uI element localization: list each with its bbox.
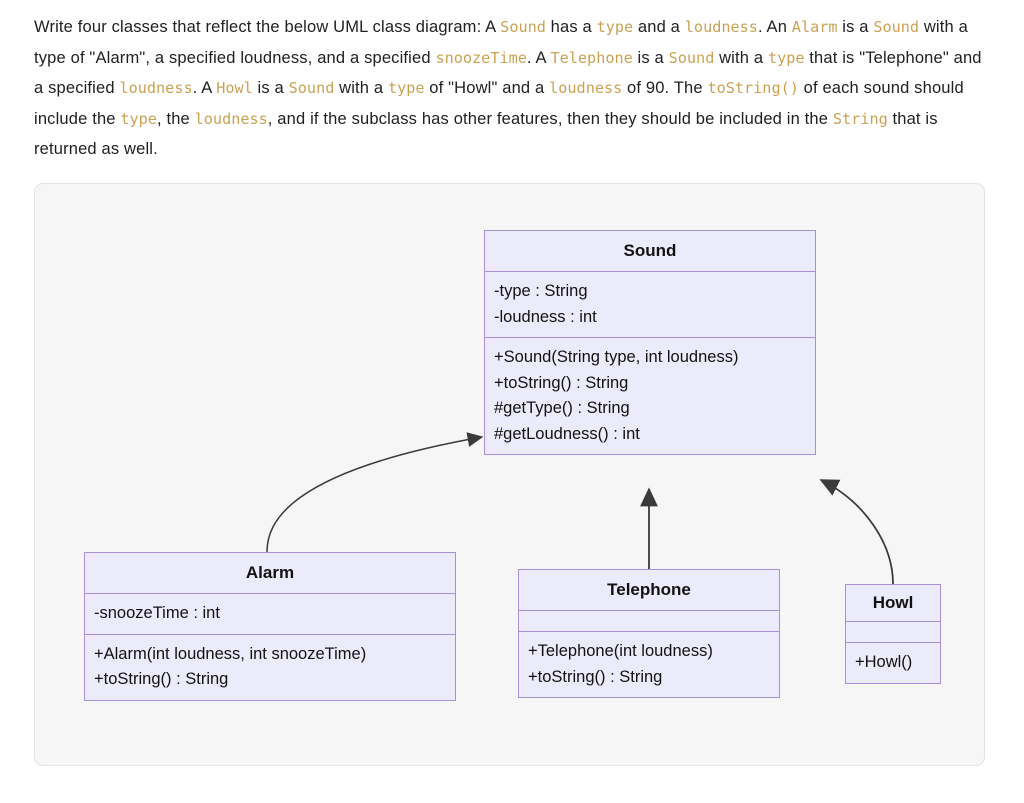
inline-code-token: loudness [119, 79, 193, 97]
uml-attributes-compartment [519, 610, 779, 631]
uml-operation: #getLoudness() : int [494, 424, 640, 443]
uml-attribute: -loudness : int [494, 307, 597, 326]
prompt-text-run: is a [632, 48, 669, 67]
inline-code-token: snoozeTime [435, 48, 527, 67]
uml-attributes-compartment: -snoozeTime : int [85, 593, 455, 634]
uml-class-howl[interactable]: Howl +Howl() [845, 584, 941, 684]
inline-code-token: loudness [684, 18, 758, 36]
connector-alarm-to-sound [266, 432, 484, 553]
prompt-text-run: . A [192, 79, 217, 97]
prompt-text-run: of each sound should include the [34, 79, 964, 128]
inline-code-token: Sound [500, 18, 546, 36]
inline-code-token: type [767, 48, 805, 67]
inline-code-token: Sound [288, 79, 335, 97]
uml-diagram-panel: Sound -type : String -loudness : int +So… [34, 183, 985, 766]
uml-attribute: -snoozeTime : int [94, 604, 220, 622]
inline-code-token: Sound [873, 18, 920, 36]
connector-howl-to-sound [819, 479, 894, 585]
prompt-text-run: , the [156, 109, 195, 128]
prompt-text-run: is a [837, 18, 874, 36]
uml-operation: +toString() : String [94, 670, 229, 688]
uml-operation: +Howl() [855, 653, 913, 671]
inline-code-token: Telephone [550, 48, 633, 67]
prompt-text-run: , and if the subclass has other features… [267, 109, 833, 128]
uml-attribute: -type : String [494, 282, 588, 300]
inline-code-token: type [596, 18, 634, 36]
uml-operation: +Alarm(int loudness, int snoozeTime) [94, 644, 367, 663]
uml-class-sound[interactable]: Sound -type : String -loudness : int +So… [484, 230, 816, 455]
inline-code-token: type [387, 79, 425, 97]
inline-code-token: Howl [216, 79, 253, 97]
uml-class-name: Sound [623, 241, 677, 260]
uml-class-telephone[interactable]: Telephone +Telephone(int loudness) +toSt… [518, 569, 780, 698]
inline-code-token: Alarm [791, 18, 838, 36]
uml-operations-compartment: +Howl() [846, 642, 940, 683]
prompt-text-run: of "Howl" and a [424, 79, 550, 97]
inline-code-token: String [832, 109, 888, 128]
uml-operation: +toString() : String [494, 373, 629, 392]
inline-code-token: loudness [194, 109, 268, 128]
uml-class-name: Alarm [245, 563, 295, 582]
prompt-text-run: and a [633, 18, 685, 36]
uml-attributes-compartment [846, 621, 940, 642]
prompt-paragraph: Write four classes that reflect the belo… [34, 12, 986, 165]
uml-operations-compartment: +Sound(String type, int loudness) +toStr… [485, 337, 815, 454]
uml-class-alarm[interactable]: Alarm -snoozeTime : int +Alarm(int loudn… [84, 552, 456, 701]
uml-operation: +Sound(String type, int loudness) [494, 348, 739, 366]
uml-connectors [266, 432, 894, 585]
uml-operations-compartment: +Alarm(int loudness, int snoozeTime) +to… [85, 633, 455, 700]
uml-operation: #getType() : String [494, 399, 630, 417]
prompt-text-run: Write four classes that reflect the belo… [34, 18, 501, 36]
inline-code-token: Sound [668, 48, 715, 67]
inline-code-token: type [120, 109, 157, 128]
prompt-text-run: with a [714, 48, 768, 67]
prompt-text-run: . A [526, 48, 551, 67]
uml-operations-compartment: +Telephone(int loudness) +toString() : S… [519, 631, 779, 697]
inline-code-token: toString() [707, 79, 799, 97]
prompt-text-run: with a type of "Alarm", a specified loud… [34, 18, 968, 67]
inline-code-token: loudness [549, 79, 623, 97]
prompt-text-run: that is returned as well. [34, 109, 938, 159]
prompt-text-run: with a [334, 79, 388, 97]
uml-class-name: Howl [872, 593, 914, 612]
uml-attributes-compartment: -type : String -loudness : int [485, 271, 815, 337]
prompt-text-run: . An [757, 18, 792, 36]
uml-operation: +Telephone(int loudness) [528, 642, 713, 660]
prompt-text-run: of 90. The [622, 79, 708, 97]
uml-class-name: Telephone [607, 580, 691, 599]
uml-operation: +toString() : String [528, 667, 663, 686]
prompt-text-run: that is "Telephone" and a specified [34, 48, 982, 98]
prompt-text-run: is a [252, 79, 289, 97]
prompt-text-run: has a [545, 18, 597, 36]
